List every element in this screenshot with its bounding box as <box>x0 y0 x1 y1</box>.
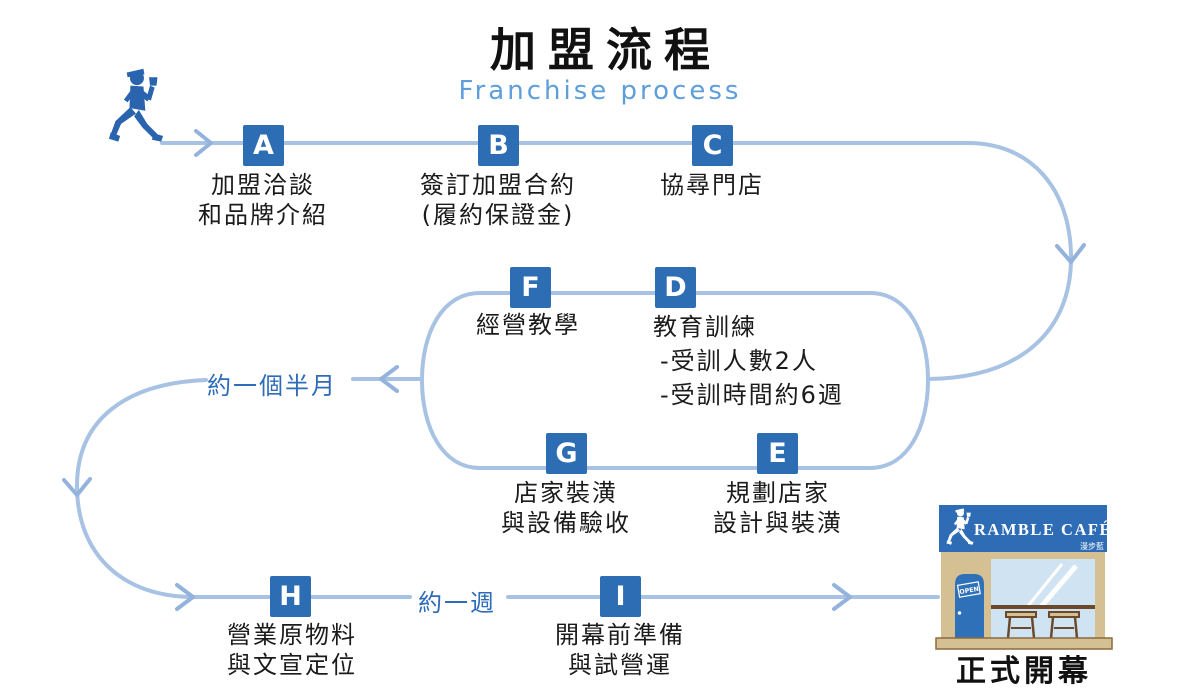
step-g-line1: 店家裝潢 <box>514 479 618 507</box>
step-c-line1: 協尋門店 <box>660 171 764 199</box>
page-subtitle: Franchise process <box>458 76 742 106</box>
step-d-line3: -受訓時間約6週 <box>660 381 844 409</box>
page-title: 加盟流程 <box>490 23 722 77</box>
cafe-door <box>955 574 984 638</box>
cafe-storefront-illustration: RAMBLE CAFÉ 漫步藍 OPEN <box>935 505 1113 650</box>
step-g-line2: 與設備驗收 <box>501 509 631 537</box>
arrow-right-curve-down-icon <box>1055 243 1086 264</box>
cafe-stool-left <box>1005 611 1037 639</box>
step-i-line1: 開幕前準備 <box>555 621 685 649</box>
cafe-window <box>991 559 1095 638</box>
step-b-line1: 簽訂加盟合約 <box>420 171 576 199</box>
step-h-line2: 與文宣定位 <box>227 651 357 679</box>
duration-mid-loop: 約一個半月 <box>207 372 337 400</box>
door-handle <box>957 611 962 615</box>
step-badge-i: I <box>600 576 641 617</box>
step-f-text: 經營教學 <box>428 310 628 340</box>
step-e-line1: 規劃店家 <box>726 479 830 507</box>
flow-loop-middle <box>419 291 931 470</box>
step-a-line2: 和品牌介紹 <box>198 201 328 229</box>
cafe-brand-subname: 漫步藍 <box>1080 541 1104 551</box>
arrow-to-cafe-icon <box>832 583 852 611</box>
arrow-into-duration-left-icon <box>379 365 399 393</box>
step-badge-b: B <box>478 125 519 166</box>
step-badge-d: D <box>655 267 696 308</box>
step-badge-c: C <box>692 125 733 166</box>
cafe-caption: 正式開幕 <box>956 654 1092 689</box>
flow-line-top-right <box>160 141 1074 381</box>
step-badge-a: A <box>243 125 284 166</box>
arrow-left-curve-down-icon <box>62 477 92 497</box>
step-badge-h: H <box>270 576 311 617</box>
step-c-text: 協尋門店 <box>602 170 822 200</box>
step-badge-e: E <box>757 433 798 474</box>
step-a-line1: 加盟洽談 <box>211 171 315 199</box>
step-d-line2: -受訓人數2人 <box>660 347 818 375</box>
window-reflection <box>1026 563 1078 610</box>
step-badge-g: G <box>546 433 587 474</box>
step-b-text: 簽訂加盟合約 (履約保證金) <box>378 170 618 230</box>
flow-curve-left <box>74 378 208 599</box>
step-e-line2: 設計與裝潢 <box>713 509 843 537</box>
step-badge-f: F <box>510 267 551 308</box>
step-d-text: 教育訓練 -受訓人數2人 -受訓時間約6週 <box>653 310 923 412</box>
step-f-line1: 經營教學 <box>476 311 580 339</box>
cafe-brand-name: RAMBLE CAFÉ <box>974 520 1112 539</box>
step-e-text: 規劃店家 設計與裝潢 <box>668 478 888 538</box>
step-d-line1: 教育訓練 <box>653 313 757 341</box>
duration-pre-opening: 約一週 <box>418 589 496 617</box>
cafe-stool-right <box>1048 611 1080 639</box>
open-sign-text: OPEN <box>959 586 979 596</box>
step-h-text: 營業原物料 與文宣定位 <box>182 620 402 680</box>
open-sign: OPEN <box>956 581 981 598</box>
step-h-line1: 營業原物料 <box>227 621 357 649</box>
arrow-bottom-row-start-icon <box>175 583 195 611</box>
step-a-text: 加盟洽談 和品牌介紹 <box>153 170 373 230</box>
step-i-text: 開幕前準備 與試營運 <box>510 620 730 680</box>
step-b-line2: (履約保證金) <box>421 201 575 229</box>
step-i-line2: 與試營運 <box>568 651 672 679</box>
cafe-base <box>935 637 1113 650</box>
arrow-start-icon <box>194 129 213 157</box>
step-g-text: 店家裝潢 與設備驗收 <box>456 478 676 538</box>
